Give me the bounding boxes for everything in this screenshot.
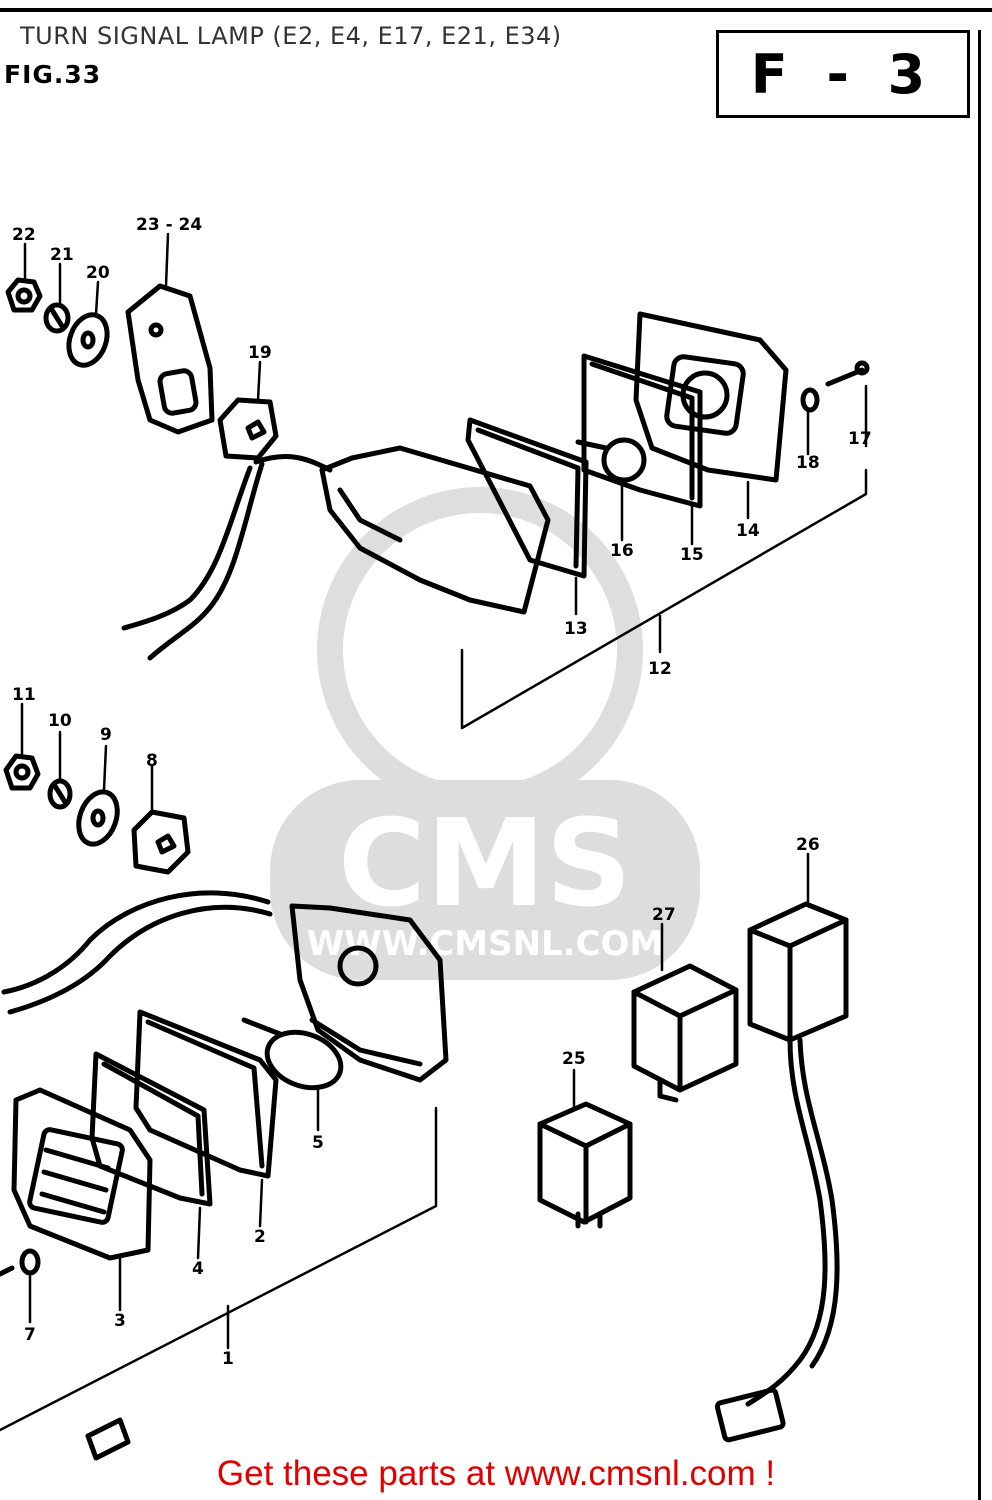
callout-19: 19 (248, 343, 272, 363)
callout-27: 27 (652, 905, 676, 925)
callout-21: 21 (50, 245, 74, 265)
callout-11: 11 (12, 685, 36, 705)
grommet-19 (217, 397, 279, 461)
watermark-url: WWW.CMSNL.COM (307, 924, 664, 964)
callout-20: 20 (86, 263, 110, 283)
relay-25 (537, 1101, 633, 1229)
callout-2: 2 (254, 1227, 266, 1247)
lower-leader-lines (0, 702, 810, 1432)
grommet-8 (131, 809, 191, 875)
callout-4: 4 (192, 1259, 204, 1279)
gasket-13 (465, 417, 589, 579)
callout-12: 12 (648, 659, 672, 679)
callout-15: 15 (680, 545, 704, 565)
callout-16: 16 (610, 541, 634, 561)
upper-leader-lines (23, 232, 868, 730)
relay-26 (747, 901, 849, 1043)
top-rule (0, 8, 992, 12)
gasket-15 (581, 353, 703, 509)
callout-13: 13 (564, 619, 588, 639)
callout-3: 3 (114, 1311, 126, 1331)
callout-25: 25 (562, 1049, 586, 1069)
right-rule (978, 30, 981, 1500)
upper-lead-wires (121, 454, 333, 661)
watermark: CMS WWW.CMSNL.COM (270, 487, 700, 980)
lens-3 (11, 1087, 153, 1261)
page-title: TURN SIGNAL LAMP (E2, E4, E17, E21, E34) (20, 22, 562, 50)
relay-27 (631, 963, 739, 1103)
washer-7 (0, 1248, 41, 1277)
lower-lead-wires (1, 890, 273, 1015)
figure-number: FIG.33 (4, 60, 102, 89)
callout-23-24: 23 - 24 (136, 215, 202, 235)
nut-22 (5, 277, 43, 313)
callout-26: 26 (796, 835, 820, 855)
lens-14 (633, 311, 789, 483)
rear-lamp-housing (319, 445, 551, 615)
watermark-badge (270, 780, 700, 980)
callout-18: 18 (796, 453, 820, 473)
callout-9: 9 (100, 725, 112, 745)
callout-7: 7 (24, 1325, 36, 1345)
watermark-logo: CMS (338, 795, 632, 934)
bracket-23-24 (125, 283, 215, 435)
screw-17 (825, 360, 870, 387)
footer-link[interactable]: Get these parts at www.cmsnl.com ! (216, 1454, 776, 1493)
callout-labels: 22 21 20 23 - 24 19 17 18 14 15 16 13 12… (12, 215, 872, 1369)
callout-8: 8 (146, 751, 158, 771)
gasket-2 (133, 1009, 279, 1179)
callout-22: 22 (12, 225, 36, 245)
callout-17: 17 (848, 429, 872, 449)
nut-11 (3, 753, 41, 791)
relay-harness (714, 1037, 840, 1443)
callout-14: 14 (736, 521, 760, 541)
watermark-mascot (317, 487, 643, 813)
front-lamp-housing (289, 903, 449, 1083)
fastener-tag (85, 1417, 131, 1461)
callout-10: 10 (48, 711, 72, 731)
lock-washer-10 (47, 778, 73, 810)
callout-1: 1 (222, 1349, 234, 1369)
callout-5: 5 (312, 1133, 324, 1153)
lock-washer-21 (43, 302, 71, 334)
washer-18 (800, 387, 820, 413)
bulb-5 (241, 1017, 344, 1091)
washer-9 (76, 789, 120, 847)
section-code-badge: F - 3 (716, 30, 970, 118)
washer-20 (66, 312, 110, 368)
